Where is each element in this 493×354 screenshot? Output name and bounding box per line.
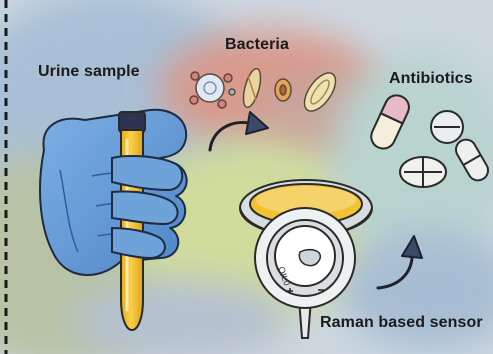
raman-sensor-label: Raman based sensor <box>320 314 483 332</box>
urine-sample-label: Urine sample <box>38 63 140 81</box>
antibiotics-label: Antibiotics <box>389 70 473 88</box>
bacteria-label: Bacteria <box>225 36 289 54</box>
